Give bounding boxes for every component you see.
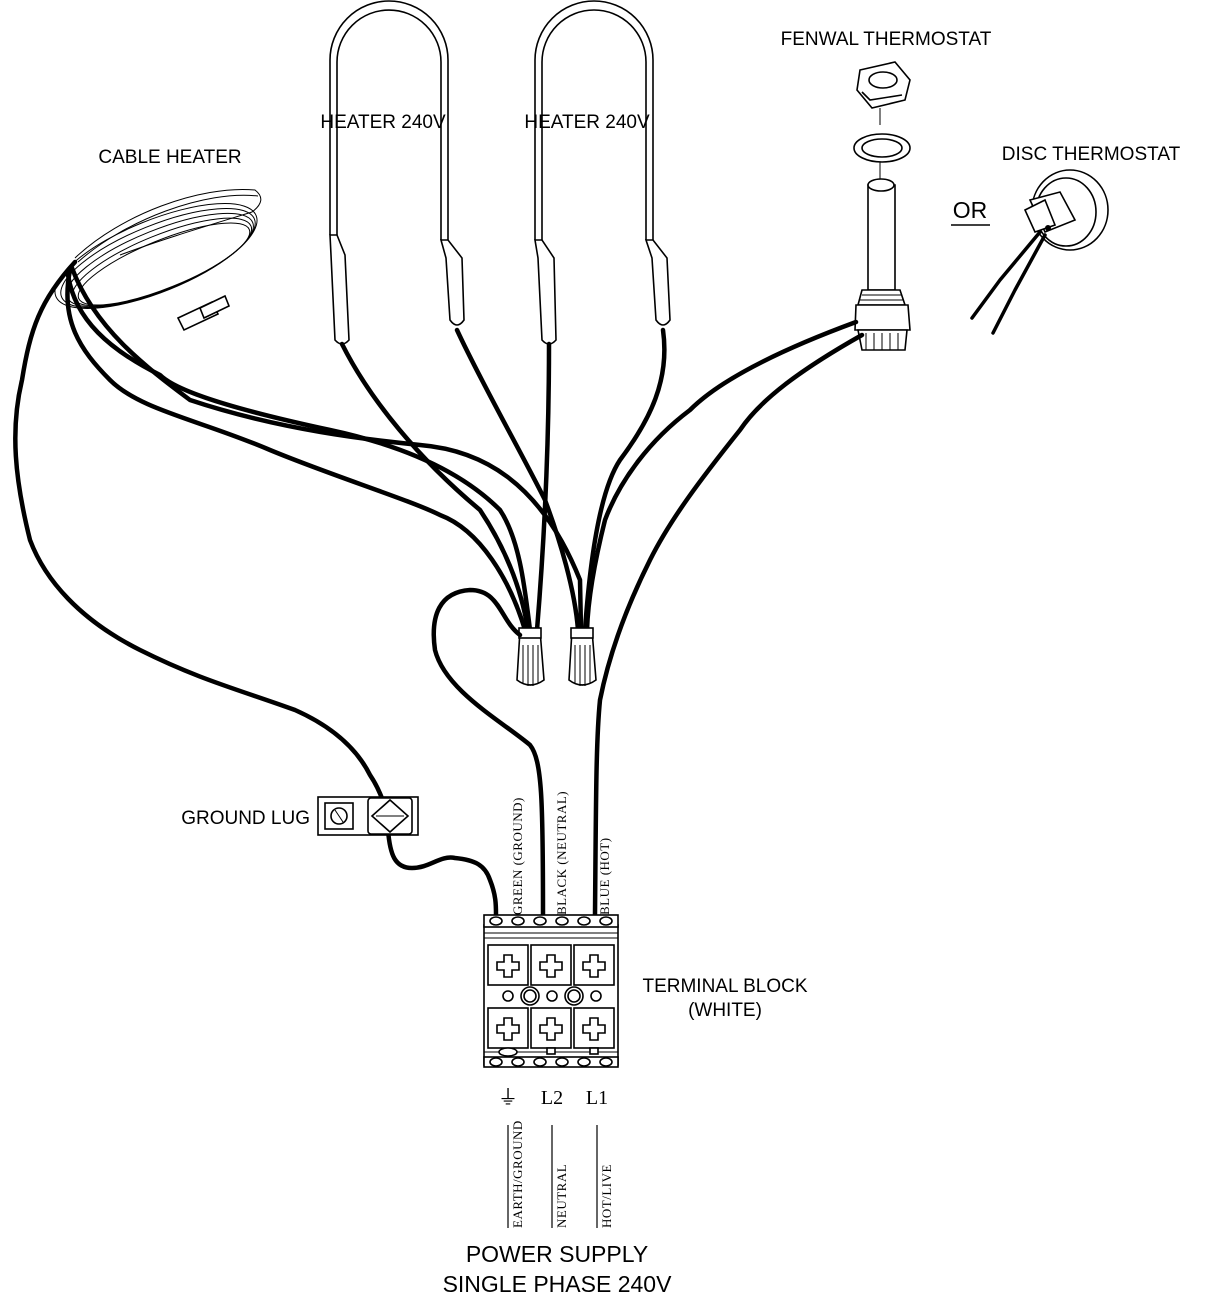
fenwal-thermostat-leads <box>584 319 865 918</box>
power-supply-label-line2: SINGLE PHASE 240V <box>443 1271 672 1297</box>
blue-hot-label: BLUE (HOT) <box>597 837 612 915</box>
heater-element-right <box>534 0 671 345</box>
supply-lines <box>507 1125 598 1228</box>
black-neutral-label: BLACK (NEUTRAL) <box>554 791 569 915</box>
disc-thermostat-label: DISC THERMOSTAT <box>1002 144 1181 165</box>
fenwal-thermostat-label: FENWAL THERMOSTAT <box>781 29 992 50</box>
earth-terminal-symbol: ⏚ <box>498 1087 518 1109</box>
green-ground-label: GREEN (GROUND) <box>510 797 525 915</box>
terminal-block-label-line1: TERMINAL BLOCK <box>642 976 807 997</box>
power-supply-label-line1: POWER SUPPLY <box>466 1241 648 1267</box>
l1-terminal-label: L1 <box>586 1087 608 1109</box>
heater-element-left <box>329 0 465 345</box>
heater-right-label: HEATER 240V <box>524 112 650 133</box>
ground-lug-label: GROUND LUG <box>181 808 310 829</box>
heater-left-label: HEATER 240V <box>320 112 446 133</box>
hot-live-supply-label: HOT/LIVE <box>599 1164 614 1228</box>
earth-ground-supply-label: EARTH/GROUND <box>510 1120 525 1228</box>
neutral-supply-label: NEUTRAL <box>554 1164 569 1228</box>
or-label: OR <box>953 197 988 223</box>
heater-leads <box>339 327 667 633</box>
terminal-block-label-line2: (WHITE) <box>688 1000 762 1021</box>
cable-heater-label: CABLE HEATER <box>98 147 241 168</box>
wire-nut-right <box>568 627 597 686</box>
cable-heater-coil <box>54 188 262 332</box>
ground-lug <box>317 796 419 836</box>
cable-heater-leads <box>13 259 584 833</box>
terminal-feed-wires <box>385 587 546 918</box>
disc-thermostat <box>970 169 1109 335</box>
fenwal-thermostat <box>853 61 911 351</box>
terminal-block <box>483 914 619 1068</box>
l2-terminal-label: L2 <box>541 1087 563 1109</box>
